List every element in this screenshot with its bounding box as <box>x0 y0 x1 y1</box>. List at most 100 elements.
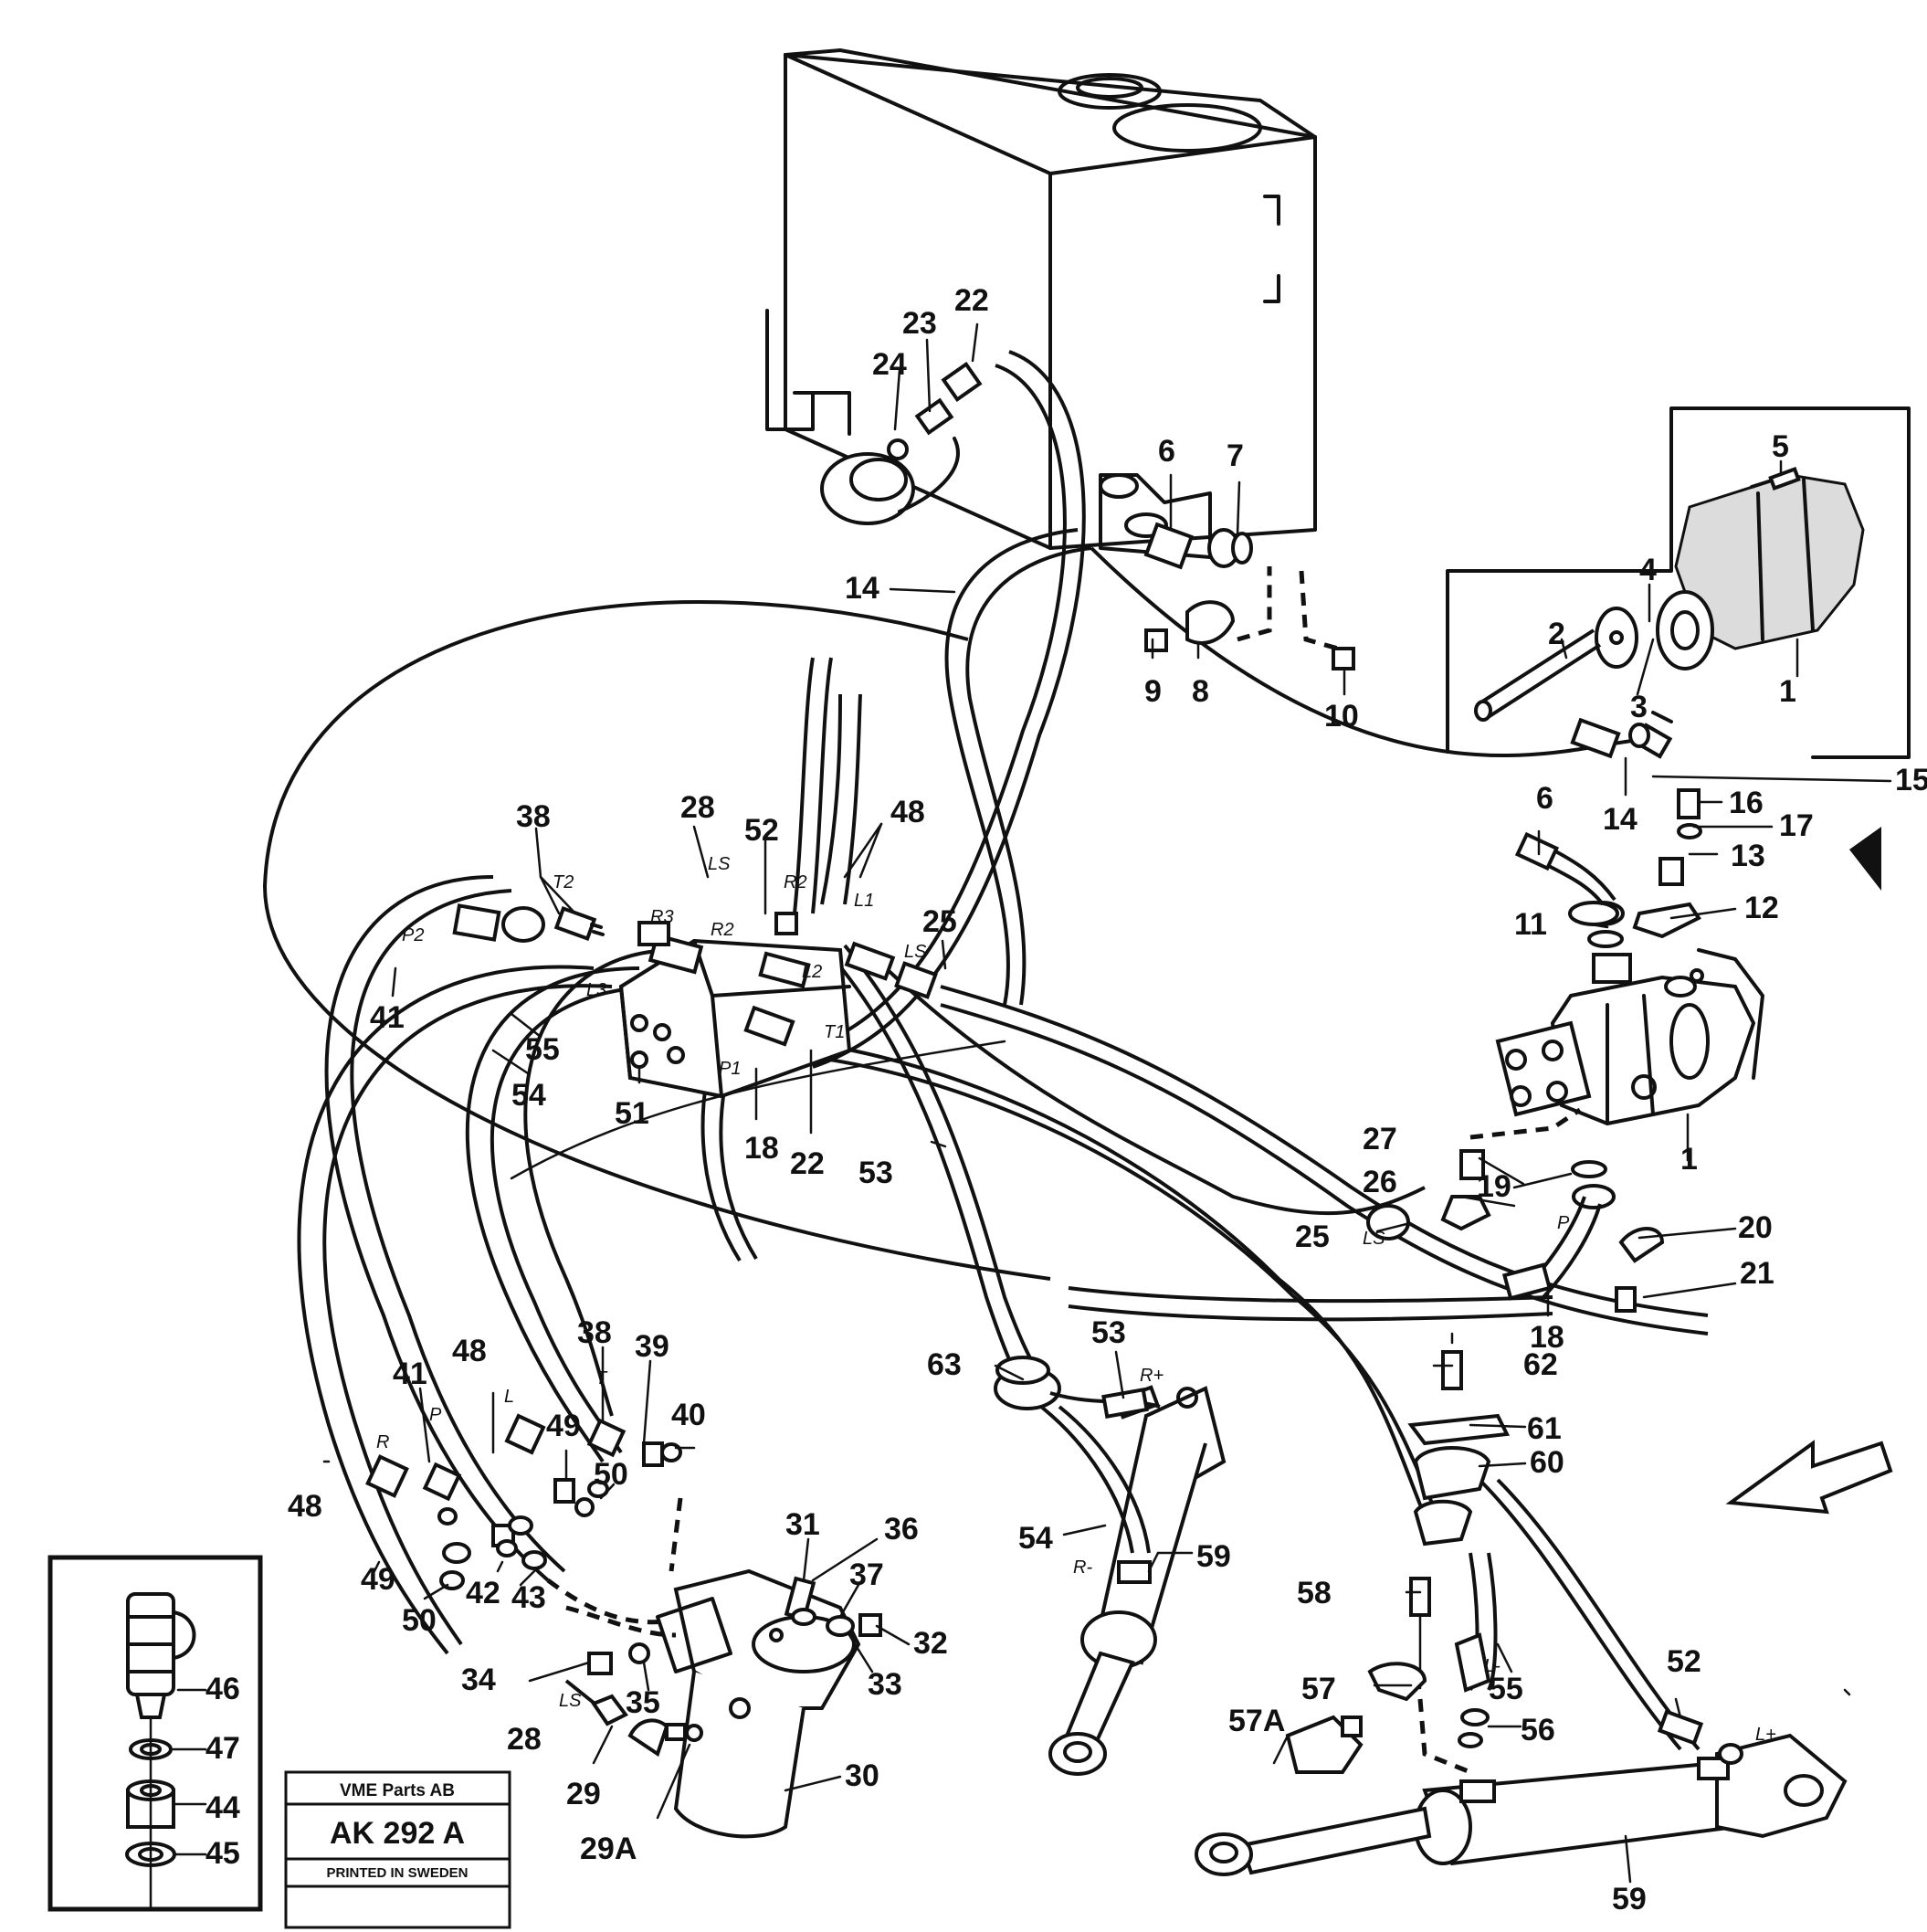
callout: 7 <box>1227 438 1244 473</box>
port-tag: L+ <box>1755 1725 1776 1745</box>
callout: 41 <box>393 1357 427 1391</box>
callout: 50 <box>402 1603 437 1638</box>
port-tag: LS <box>904 942 927 962</box>
callout: 56 <box>1521 1713 1555 1747</box>
callout: 59 <box>1196 1539 1231 1574</box>
callout: 41 <box>370 1000 405 1035</box>
direction-arrow-icon <box>1725 1440 1893 1515</box>
port-tag: P2 <box>402 925 424 945</box>
callout: 63 <box>927 1347 962 1382</box>
callout: 51 <box>615 1096 649 1131</box>
port-tag: LS <box>708 854 731 874</box>
callout: 25 <box>922 904 957 939</box>
callout: 38 <box>577 1315 612 1350</box>
callout: 46 <box>205 1672 240 1706</box>
callout: 55 <box>1489 1672 1523 1706</box>
callout: 17 <box>1779 808 1814 843</box>
callout: 37 <box>849 1557 884 1592</box>
port-tag: L <box>504 1387 514 1407</box>
hose-clamp-63 <box>994 1356 1161 1554</box>
port-tag: P1 <box>719 1059 741 1079</box>
callout: 48 <box>452 1334 487 1368</box>
callout: 61 <box>1527 1411 1562 1446</box>
drawing-code: AK 292 A <box>330 1816 465 1851</box>
callout: 52 <box>744 813 779 848</box>
hydraulic-pump <box>1495 901 1764 1126</box>
port-tags: LS R2 L1 T2 R3 R2 LS L3 L2 T1 P1 P2 LS P… <box>376 854 1776 1745</box>
callout: 26 <box>1363 1165 1397 1199</box>
callout: 11 <box>1514 907 1547 942</box>
callout: 40 <box>671 1398 706 1432</box>
callout: 5 <box>1772 429 1789 464</box>
callout: 38 <box>516 799 551 834</box>
callout: 22 <box>954 283 989 318</box>
callout: 52 <box>1667 1644 1701 1679</box>
port-tag: R3 <box>650 907 674 927</box>
callout: 16 <box>1729 786 1764 820</box>
callout: 1 <box>1680 1142 1698 1177</box>
callout: 28 <box>507 1722 542 1757</box>
callout: 58 <box>1297 1576 1332 1610</box>
port-tag: L3 <box>586 980 606 1000</box>
callout: 19 <box>1477 1169 1511 1204</box>
callout: 31 <box>785 1507 820 1542</box>
callout: 9 <box>1144 674 1162 709</box>
callout: 47 <box>205 1731 240 1766</box>
callout: 18 <box>744 1131 779 1166</box>
callout: 15 <box>1895 763 1927 797</box>
callout: 42 <box>466 1576 500 1610</box>
callout: 48 <box>890 795 925 829</box>
fitting-52 <box>1657 1709 1743 1765</box>
company-name: VME Parts AB <box>340 1781 455 1800</box>
callout: 18 <box>1530 1320 1564 1355</box>
hydraulic-tank <box>765 48 1317 559</box>
port-tag: T <box>595 1368 608 1388</box>
callout: 39 <box>635 1329 669 1364</box>
leader-lines <box>322 322 1892 1884</box>
callout: 55 <box>525 1032 560 1067</box>
callout: 28 <box>680 790 715 825</box>
steering-cylinder-left <box>1048 1385 1227 1776</box>
callout: 57 <box>1301 1672 1336 1706</box>
callout: 22 <box>790 1146 825 1181</box>
callout: 12 <box>1744 891 1779 925</box>
callout: 8 <box>1192 674 1209 709</box>
callout: 49 <box>361 1562 395 1597</box>
callout: 50 <box>594 1457 628 1492</box>
callout: 14 <box>845 571 879 606</box>
oil-filter <box>656 1568 861 1839</box>
callout: 21 <box>1740 1256 1774 1291</box>
pointer-triangle-icon <box>1849 827 1881 891</box>
callout: 54 <box>1018 1521 1053 1556</box>
callout: 30 <box>845 1758 879 1793</box>
callout: 57A <box>1228 1704 1285 1738</box>
port-tag: P <box>429 1405 442 1425</box>
callout: 53 <box>1091 1315 1126 1350</box>
left-hose-end-fittings <box>365 1413 682 1590</box>
callout: 48 <box>288 1489 322 1524</box>
port-tag: P <box>1557 1213 1570 1233</box>
callout: 60 <box>1530 1445 1564 1480</box>
port-tag: T2 <box>553 872 574 892</box>
port-tag: L1 <box>854 891 874 911</box>
pump-hoses <box>1501 717 1650 1301</box>
valve-fittings <box>452 903 670 946</box>
callout: 25 <box>1295 1219 1330 1254</box>
callout: 33 <box>868 1667 902 1702</box>
hose-clamp-60 <box>1285 1332 1511 1775</box>
callout: 14 <box>1603 802 1637 837</box>
callout: 54 <box>511 1078 546 1113</box>
callout: 13 <box>1731 839 1765 873</box>
printed-note: PRINTED IN SWEDEN <box>326 1865 468 1881</box>
callout: 34 <box>461 1663 496 1697</box>
callout: 10 <box>1324 699 1359 734</box>
callout: 32 <box>913 1626 948 1661</box>
callout: 62 <box>1523 1347 1558 1382</box>
callout: 4 <box>1639 553 1657 587</box>
port-tag: LS <box>559 1691 582 1711</box>
port-tag: R2 <box>784 872 807 892</box>
callout: 29 <box>566 1777 601 1811</box>
filter-fittings <box>546 1497 882 1758</box>
callout: 23 <box>902 306 937 341</box>
callout: 3 <box>1630 690 1648 724</box>
